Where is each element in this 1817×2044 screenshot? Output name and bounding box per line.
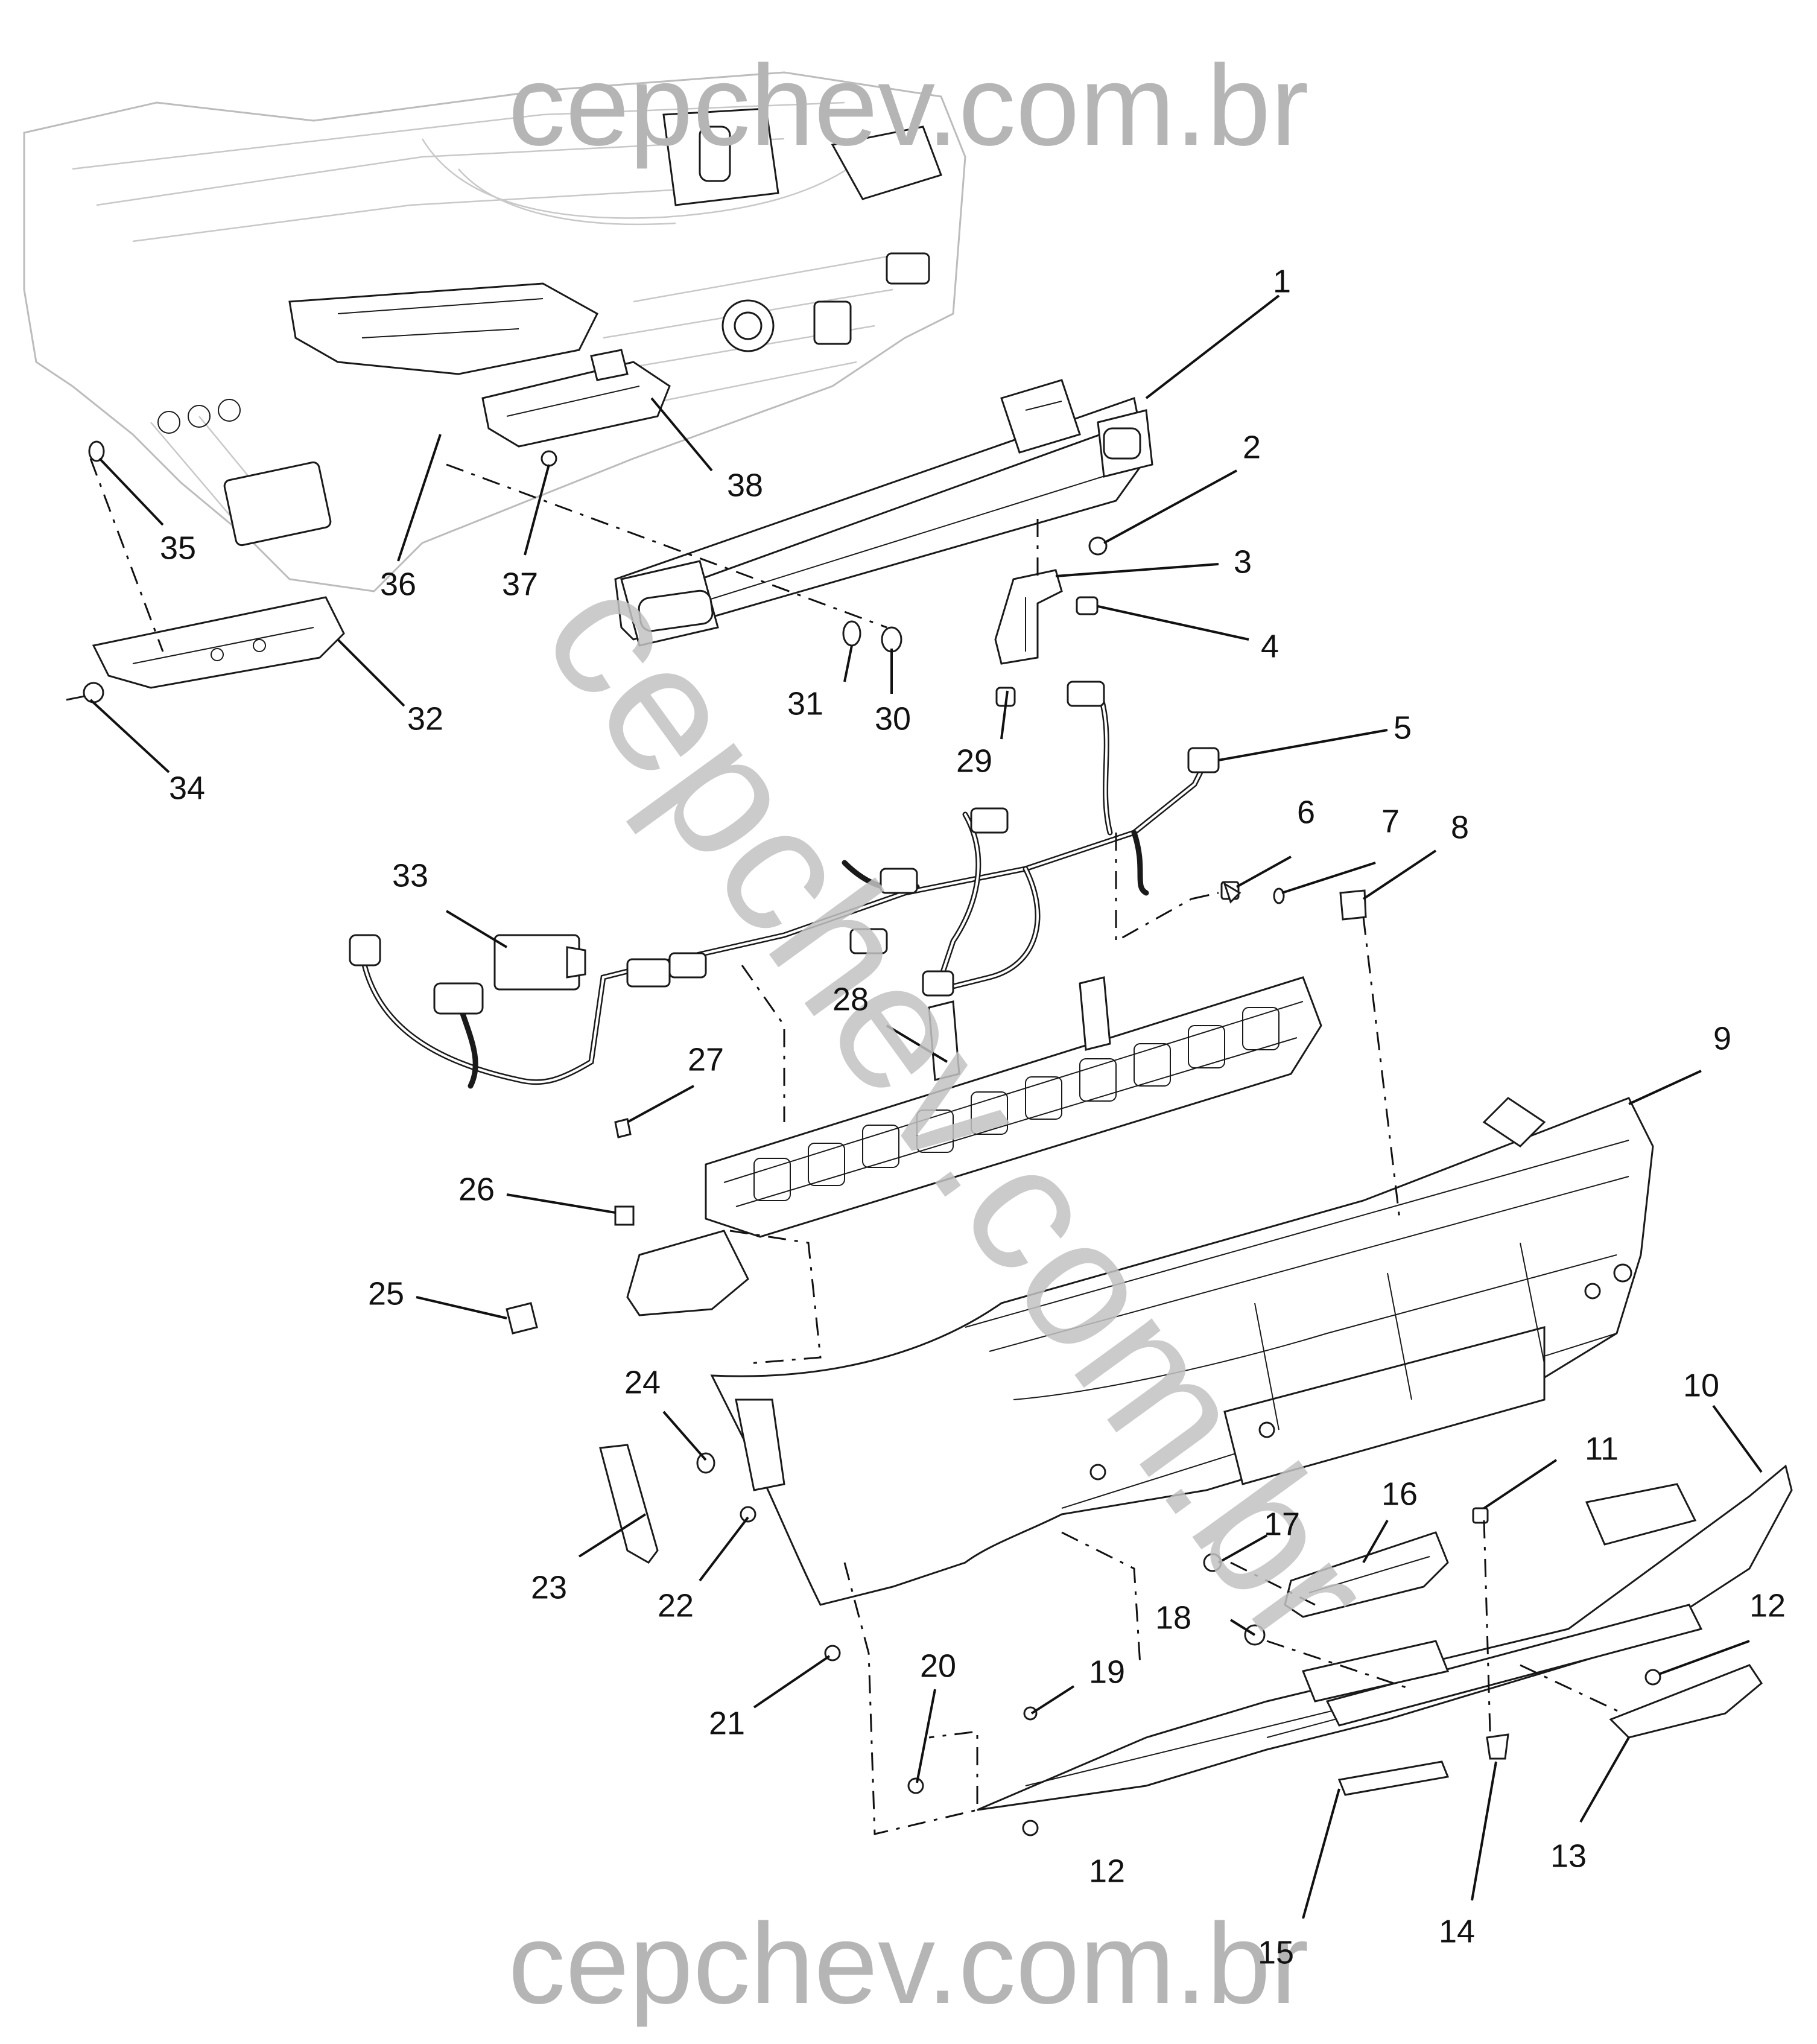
part-9-bumper-fascia <box>710 1097 1654 1606</box>
callout-6: 6 <box>1297 794 1315 830</box>
part-1-impact-bar <box>614 379 1153 647</box>
callout-9: 9 <box>1713 1020 1731 1056</box>
callout-21: 21 <box>709 1705 745 1741</box>
callout-25: 25 <box>368 1275 404 1312</box>
callout-2: 2 <box>1243 429 1261 465</box>
callout-7: 7 <box>1381 803 1400 839</box>
callout-29: 29 <box>956 743 992 779</box>
leader-lines <box>89 294 1763 1919</box>
part-38-bumper-guide-bracket <box>481 349 671 448</box>
callout-11: 11 <box>1585 1430 1619 1467</box>
part-32-side-bracket <box>92 596 345 689</box>
part-15-trim-strip <box>1337 1760 1450 1796</box>
callout-34: 34 <box>169 770 205 806</box>
callout-13: 13 <box>1550 1838 1587 1874</box>
callout-4: 4 <box>1261 628 1279 664</box>
callout-10: 10 <box>1683 1367 1719 1403</box>
callout-20: 20 <box>920 1648 956 1684</box>
part-13-trim <box>1609 1664 1763 1739</box>
callout-8: 8 <box>1451 809 1469 845</box>
callout-33: 33 <box>392 857 428 893</box>
callout-26: 26 <box>458 1171 495 1207</box>
callout-27: 27 <box>688 1041 724 1078</box>
vehicle-rear-body <box>23 71 966 592</box>
callout-19: 19 <box>1089 1654 1125 1690</box>
callout-1: 1 <box>1273 263 1291 299</box>
part-10-lower-valance <box>977 1464 1793 1811</box>
callout-15: 15 <box>1258 1934 1294 1970</box>
callout-30: 30 <box>875 700 911 737</box>
callout-37: 37 <box>502 566 538 602</box>
callout-23: 23 <box>531 1569 567 1605</box>
callout-28: 28 <box>832 981 869 1017</box>
callout-22: 22 <box>658 1587 694 1623</box>
part-5-wiring-harness <box>349 681 1220 1089</box>
part-16-lamp <box>1284 1531 1449 1618</box>
callout-3: 3 <box>1234 544 1252 580</box>
callout-14: 14 <box>1439 1913 1475 1949</box>
part-3-bracket <box>994 569 1063 665</box>
callout-24: 24 <box>624 1364 661 1400</box>
fasteners-upper <box>88 440 1367 921</box>
fasteners-lower <box>506 1118 1661 1836</box>
tail-lamp <box>288 282 598 375</box>
callout-17: 17 <box>1264 1506 1300 1542</box>
callout-18: 18 <box>1155 1599 1191 1636</box>
callout-32: 32 <box>407 700 443 737</box>
watermark-top: cepchev.com.br <box>508 42 1308 170</box>
part-28-energy-absorber <box>626 976 1322 1316</box>
callout-12-right: 12 <box>1749 1587 1786 1623</box>
part-33-control-module <box>493 934 586 991</box>
callout-12-bottom: 12 <box>1089 1853 1125 1889</box>
callout-38: 38 <box>727 467 763 503</box>
part-34-stud <box>66 682 104 703</box>
callout-36: 36 <box>380 566 416 602</box>
alignment-lines <box>89 458 1623 1835</box>
watermark-bottom: cepchev.com.br <box>508 1900 1308 2028</box>
part-23-side-reflector <box>599 1444 659 1564</box>
callout-35: 35 <box>160 530 196 566</box>
callout-16: 16 <box>1381 1476 1418 1512</box>
callout-labels: 1 2 3 4 5 6 7 8 9 10 11 12 12 13 14 15 1… <box>160 263 1786 1970</box>
callout-5: 5 <box>1394 709 1412 746</box>
callout-31: 31 <box>787 685 823 722</box>
